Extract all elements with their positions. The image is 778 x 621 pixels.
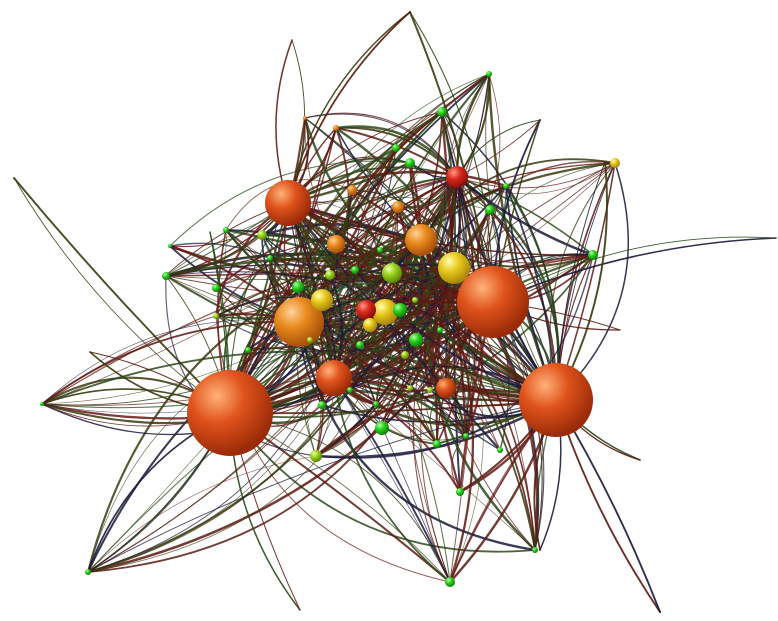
graph-node xyxy=(85,569,91,575)
graph-node xyxy=(412,297,418,303)
graph-node xyxy=(497,447,503,453)
graph-node xyxy=(438,252,470,284)
graph-node xyxy=(485,205,495,215)
graph-node xyxy=(347,387,353,393)
graph-node xyxy=(257,230,267,240)
graph-node xyxy=(427,387,433,393)
graph-node xyxy=(311,289,333,311)
graph-node xyxy=(307,337,313,343)
graph-node xyxy=(245,347,251,353)
graph-node xyxy=(292,281,304,293)
graph-node xyxy=(456,488,464,496)
graph-node xyxy=(610,158,620,168)
graph-node xyxy=(457,266,529,338)
graph-node xyxy=(392,144,400,152)
graph-node xyxy=(377,247,383,253)
graph-node xyxy=(437,327,443,333)
graph-node xyxy=(363,318,377,332)
graph-node xyxy=(318,401,326,409)
graph-node xyxy=(463,433,469,439)
graph-node xyxy=(356,341,364,349)
graph-node xyxy=(437,107,447,117)
graph-edge xyxy=(276,40,292,203)
graph-node xyxy=(532,547,538,553)
graph-node xyxy=(519,363,593,437)
graph-node xyxy=(503,183,509,189)
graph-node xyxy=(446,166,468,188)
graph-node xyxy=(223,227,229,233)
graph-node xyxy=(333,125,339,131)
graph-node xyxy=(486,71,492,77)
graph-node xyxy=(409,333,423,347)
graph-node xyxy=(588,250,598,260)
graph-node xyxy=(373,401,379,407)
graph-node xyxy=(162,272,170,280)
graph-node xyxy=(436,378,456,398)
graph-node xyxy=(405,158,415,168)
graph-node xyxy=(303,116,307,120)
graph-node xyxy=(325,270,335,280)
graph-node xyxy=(267,255,273,261)
graph-node xyxy=(405,224,437,256)
graph-node xyxy=(213,313,219,319)
graph-node xyxy=(356,300,376,320)
graph-node xyxy=(168,244,172,248)
graph-node xyxy=(327,235,345,253)
graph-node xyxy=(40,402,44,406)
graph-node xyxy=(445,577,455,587)
graph-node xyxy=(351,266,359,274)
graph-node xyxy=(407,385,413,391)
graph-node xyxy=(187,370,273,456)
graph-node xyxy=(392,201,404,213)
graph-node xyxy=(375,421,389,435)
graph-node xyxy=(401,351,409,359)
graph-node xyxy=(347,185,357,195)
graph-node xyxy=(382,263,402,283)
graph-node xyxy=(316,360,352,396)
graph-node xyxy=(310,450,322,462)
graph-node xyxy=(265,180,311,226)
graph-node xyxy=(212,284,220,292)
graph-node xyxy=(433,440,441,448)
graph-node xyxy=(393,303,407,317)
